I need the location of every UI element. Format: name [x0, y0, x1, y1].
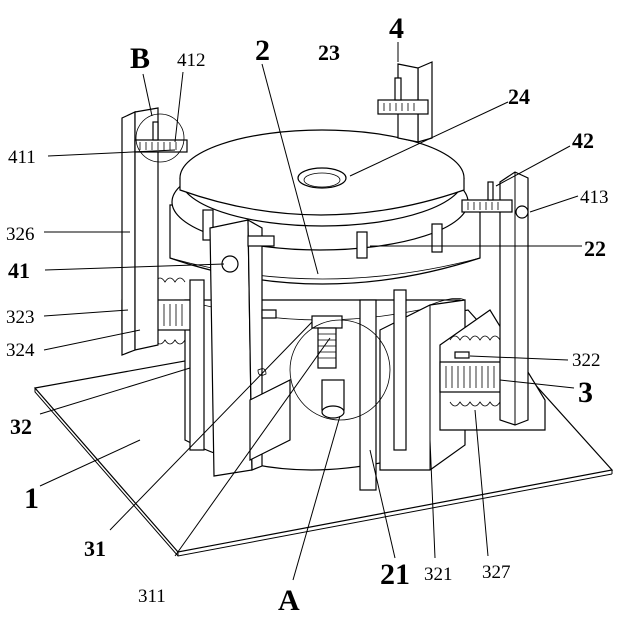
- label-a: A: [278, 584, 300, 617]
- label-23: 23: [318, 40, 340, 65]
- label-413: 413: [580, 187, 609, 208]
- label-2: 2: [255, 34, 270, 67]
- pin-413: [516, 206, 528, 218]
- label-31: 31: [84, 536, 106, 561]
- label-323: 323: [6, 307, 35, 328]
- label-32: 32: [10, 414, 32, 439]
- label-41: 41: [8, 258, 30, 283]
- label-324: 324: [6, 340, 35, 361]
- label-b: B: [130, 42, 150, 75]
- label-4: 4: [389, 12, 404, 45]
- label-24: 24: [508, 84, 530, 109]
- label-3: 3: [578, 376, 593, 409]
- label-21: 21: [380, 558, 410, 591]
- label-327: 327: [482, 562, 511, 583]
- label-22: 22: [584, 236, 606, 261]
- label-322: 322: [572, 350, 601, 371]
- label-326: 326: [6, 224, 35, 245]
- pin-41: [222, 256, 238, 272]
- label-411: 411: [8, 147, 36, 168]
- label-311: 311: [138, 586, 166, 607]
- label-321: 321: [424, 564, 453, 585]
- label-412: 412: [177, 50, 206, 71]
- label-42: 42: [572, 128, 594, 153]
- label-1: 1: [24, 482, 39, 515]
- top-post-4: [378, 62, 432, 142]
